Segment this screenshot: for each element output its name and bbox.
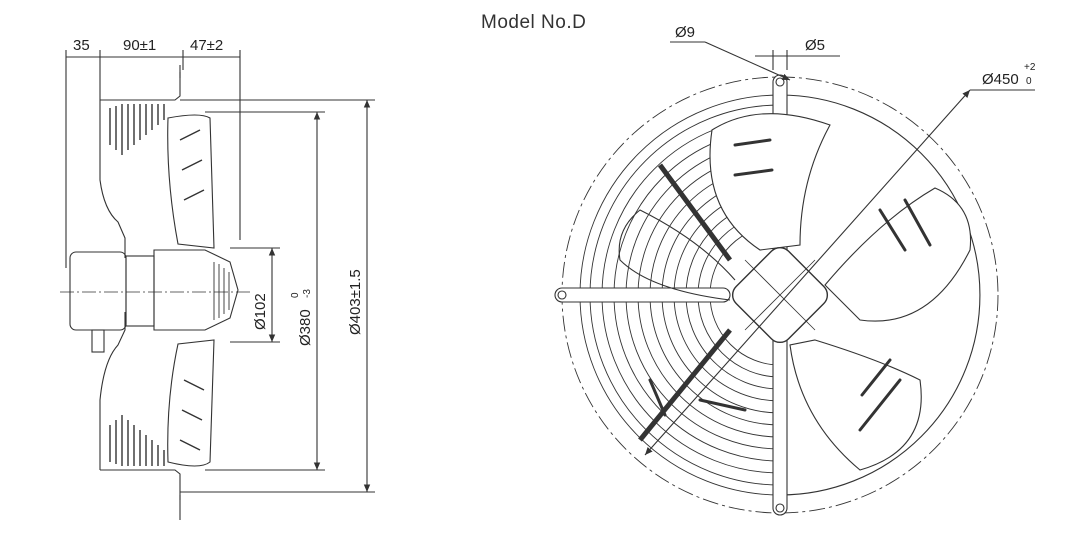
dim-label-35: 35 [73, 37, 90, 54]
blade-side-top [167, 114, 215, 249]
dim-label-5: Ø5 [805, 37, 825, 54]
blade-side-bottom [167, 339, 215, 467]
dim-label-450-lower: 0 [1026, 76, 1032, 87]
frame-profile-bottom [99, 312, 126, 470]
blade-slots [179, 129, 205, 451]
dim-label-380-lower: -3 [302, 289, 313, 298]
frame-flange-top [100, 72, 181, 101]
leader-450 [644, 89, 971, 456]
side-view [60, 50, 375, 520]
blade-front-left [618, 209, 736, 301]
support-rod-horizontal [554, 287, 731, 303]
dim-label-380: Ø380 [297, 309, 314, 346]
rod-hole-bottom [775, 503, 785, 513]
dim-label-9: Ø9 [675, 24, 695, 41]
frame-profile-top [99, 100, 126, 258]
grill-ribs-top [109, 104, 165, 155]
rod-hole-top [775, 77, 785, 87]
dim-label-380-group: Ø380 0 -3 [290, 289, 314, 346]
dim-label-47: 47±2 [190, 37, 223, 54]
frame-flange-bottom [100, 469, 181, 500]
leader-9 [704, 41, 791, 81]
dim-label-403: Ø403±1.5 [347, 269, 364, 335]
motor-connector [91, 329, 105, 353]
motor-hub [153, 249, 239, 331]
model-title: Model No.D [481, 12, 586, 33]
dim-label-450-upper: +2 [1024, 62, 1036, 73]
motor-rotor [125, 255, 155, 327]
dim-label-102: Ø102 [252, 293, 269, 330]
hub-fins [213, 262, 230, 320]
dim-label-450: Ø450 [982, 71, 1019, 88]
front-view [554, 41, 1035, 516]
rod-hole-left [557, 290, 567, 300]
dim-label-90: 90±1 [123, 37, 156, 54]
motor-body [69, 251, 127, 331]
grill-ribs-bottom [109, 415, 165, 466]
dim-label-380-upper: 0 [290, 292, 301, 298]
